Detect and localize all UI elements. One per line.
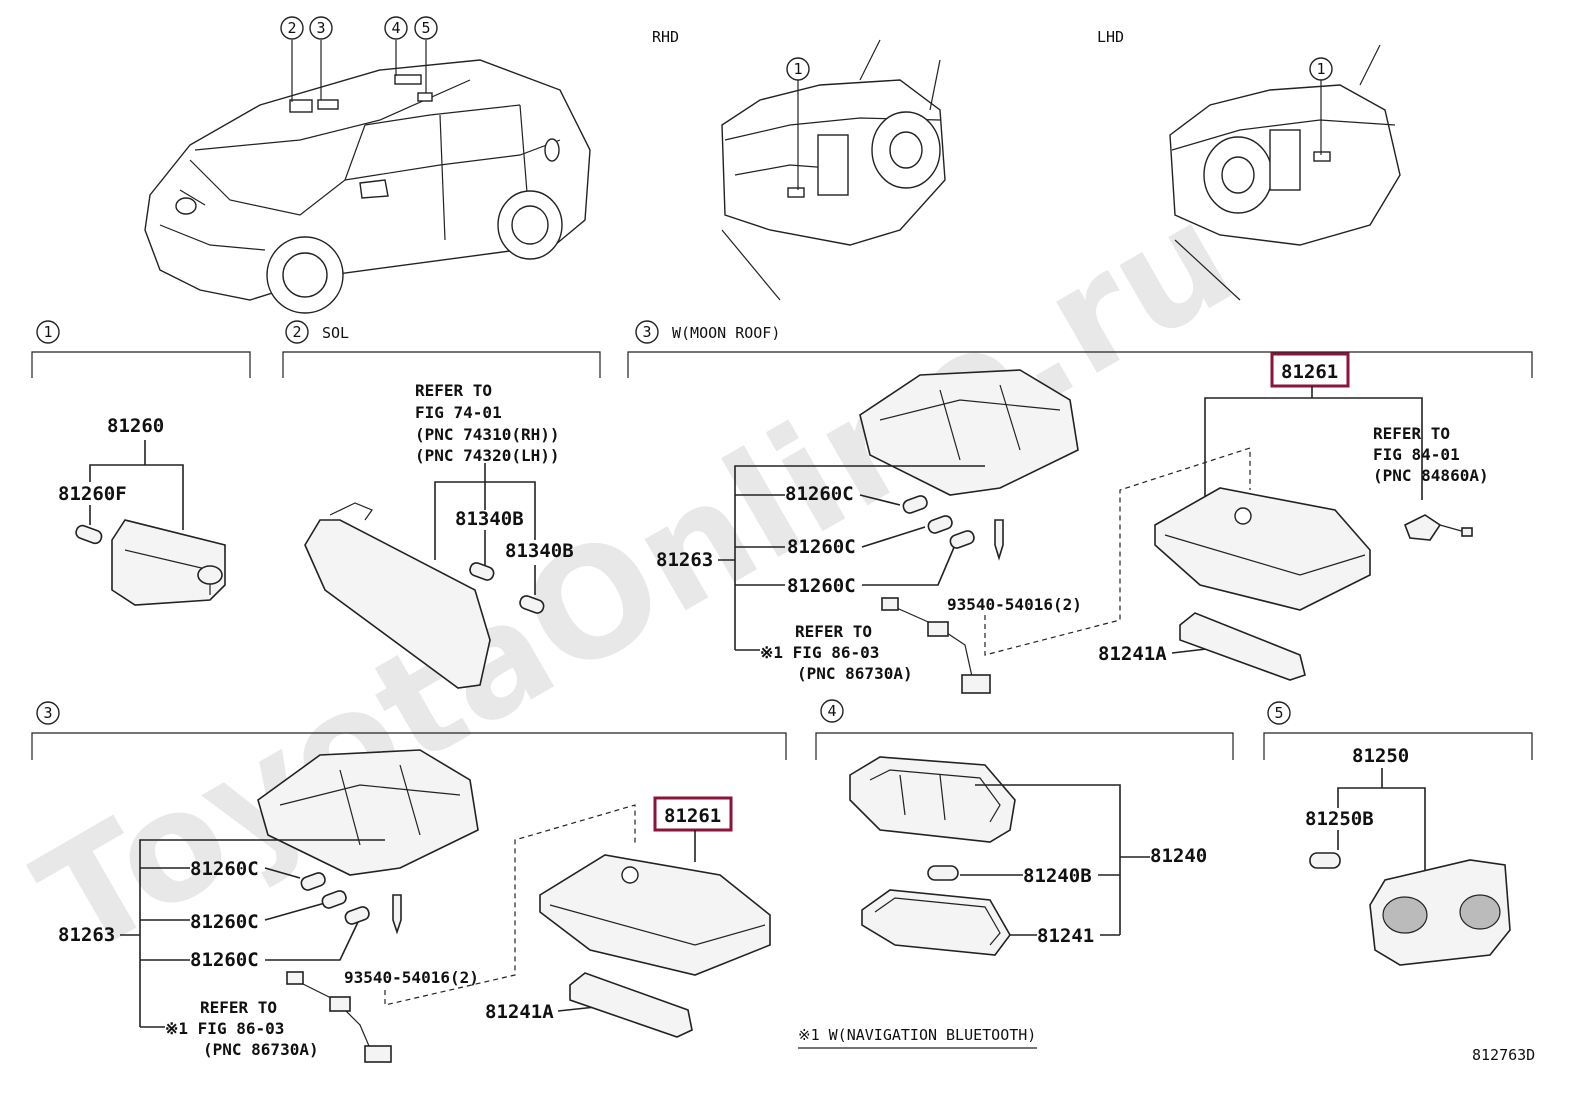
lens-81241 xyxy=(861,889,1011,956)
car-callouts: 2 3 4 5 xyxy=(280,16,438,102)
callout-2: 2 xyxy=(280,16,304,40)
svg-text:3: 3 xyxy=(316,19,325,37)
lhd-dashboard-illustration: 1 xyxy=(1169,44,1401,301)
section-3a-caption: W(MOON ROOF) xyxy=(672,324,780,342)
roof-console-a xyxy=(859,369,1079,496)
svg-text:81260C: 81260C xyxy=(190,911,259,933)
section-4: 4 81240 81240B 81241 xyxy=(815,699,1234,956)
svg-text:1: 1 xyxy=(43,323,52,341)
svg-text:※1 FIG 86-03: ※1 FIG 86-03 xyxy=(165,1019,284,1038)
bulb-81260F xyxy=(75,524,103,545)
roof-console-b xyxy=(257,749,479,876)
svg-text:81263: 81263 xyxy=(656,549,713,571)
svg-text:81241: 81241 xyxy=(1037,925,1094,947)
svg-text:81260C: 81260C xyxy=(787,536,856,558)
footnote: ※1 W(NAVIGATION BLUETOOTH) xyxy=(798,1026,1036,1044)
rhd-callout-1: 1 xyxy=(786,57,810,81)
cover-81241A-a xyxy=(1179,612,1306,681)
section-5-number: 5 xyxy=(1267,701,1291,725)
highlight-81261-a xyxy=(1270,352,1350,388)
bulb-81340B-2 xyxy=(519,595,545,614)
svg-text:81250: 81250 xyxy=(1352,745,1409,767)
svg-text:81260C: 81260C xyxy=(190,949,259,971)
lamp-81250 xyxy=(1369,859,1511,966)
section-3-standard: 3 81260C 81260C 81260C 81263 93540-54016… xyxy=(31,701,787,1063)
svg-text:1: 1 xyxy=(793,60,802,78)
rhd-label: RHD xyxy=(652,28,679,46)
svg-text:5: 5 xyxy=(1274,704,1283,722)
svg-text:REFER TO: REFER TO xyxy=(200,998,277,1017)
section-3a-number: 3 xyxy=(635,320,659,344)
label-81260: 81260 xyxy=(107,415,164,437)
callout-5: 5 xyxy=(414,16,438,40)
svg-text:81263: 81263 xyxy=(58,924,115,946)
lamp-81240 xyxy=(849,756,1016,843)
section-2-caption: SOL xyxy=(322,324,349,342)
screw-a xyxy=(994,519,1004,561)
section-1: 1 81260 81260F xyxy=(31,320,251,606)
svg-text:4: 4 xyxy=(827,702,836,720)
svg-text:REFER TO: REFER TO xyxy=(415,381,492,400)
label-81340B-2: 81340B xyxy=(505,540,574,562)
svg-text:81240: 81240 xyxy=(1150,845,1207,867)
svg-text:(PNC 84860A): (PNC 84860A) xyxy=(1373,466,1489,485)
cover-81241A-b xyxy=(569,972,693,1038)
figure-id: 812763D xyxy=(1472,1046,1535,1064)
section-2: 2 SOL REFER TO FIG 74-01 (PNC 74310(RH))… xyxy=(282,320,601,689)
sun-visor xyxy=(304,519,491,689)
svg-text:81250B: 81250B xyxy=(1305,808,1374,830)
svg-text:※1 FIG 86-03: ※1 FIG 86-03 xyxy=(760,643,879,662)
lhd-label: LHD xyxy=(1097,28,1124,46)
car-illustration xyxy=(144,59,591,314)
section-1-number: 1 xyxy=(36,320,60,344)
svg-text:2: 2 xyxy=(292,323,301,341)
rhd-dashboard-illustration: 1 xyxy=(721,39,946,301)
svg-text:81240B: 81240B xyxy=(1023,865,1092,887)
svg-text:(PNC 86730A): (PNC 86730A) xyxy=(797,664,913,683)
svg-text:81241A: 81241A xyxy=(485,1001,554,1023)
section-2-number: 2 xyxy=(285,320,309,344)
svg-text:REFER TO: REFER TO xyxy=(1373,424,1450,443)
svg-text:5: 5 xyxy=(421,19,430,37)
svg-text:2: 2 xyxy=(287,19,296,37)
svg-text:3: 3 xyxy=(43,704,52,722)
bulb-81340B-1 xyxy=(469,562,495,581)
svg-text:FIG 74-01: FIG 74-01 xyxy=(415,403,502,422)
svg-text:81260C: 81260C xyxy=(787,575,856,597)
callout-3: 3 xyxy=(309,16,333,40)
svg-text:93540-54016(2): 93540-54016(2) xyxy=(344,968,479,987)
svg-text:REFER TO: REFER TO xyxy=(795,622,872,641)
label-81340B-1: 81340B xyxy=(455,508,524,530)
map-lamp-81261-b xyxy=(539,854,771,976)
map-lamp-81261-a xyxy=(1154,487,1371,611)
svg-text:(PNC 86730A): (PNC 86730A) xyxy=(203,1040,319,1059)
screw-b xyxy=(392,894,402,935)
section-4-number: 4 xyxy=(820,699,844,723)
svg-text:3: 3 xyxy=(642,323,651,341)
svg-text:1: 1 xyxy=(1316,60,1325,78)
svg-text:FIG 84-01: FIG 84-01 xyxy=(1373,445,1460,464)
svg-text:(PNC 74310(RH)): (PNC 74310(RH)) xyxy=(415,425,560,444)
lhd-callout-1: 1 xyxy=(1309,57,1333,81)
svg-text:4: 4 xyxy=(391,19,400,37)
section-3-moonroof: 3 W(MOON ROOF) 81260C 81260C 81260C 8126… xyxy=(627,320,1533,694)
svg-text:81241A: 81241A xyxy=(1098,643,1167,665)
label-81260F: 81260F xyxy=(58,483,127,505)
svg-text:81261: 81261 xyxy=(1281,361,1338,383)
callout-4: 4 xyxy=(384,16,408,40)
svg-text:81260C: 81260C xyxy=(190,858,259,880)
section-5: 5 81250 81250B xyxy=(1263,701,1533,966)
highlight-81261-b xyxy=(653,796,733,832)
svg-text:93540-54016(2): 93540-54016(2) xyxy=(947,595,1082,614)
section-3b-number: 3 xyxy=(36,701,60,725)
lamp-81260 xyxy=(111,519,226,606)
svg-text:81261: 81261 xyxy=(664,805,721,827)
svg-text:(PNC 74320(LH)): (PNC 74320(LH)) xyxy=(415,446,560,465)
svg-text:81260C: 81260C xyxy=(785,483,854,505)
